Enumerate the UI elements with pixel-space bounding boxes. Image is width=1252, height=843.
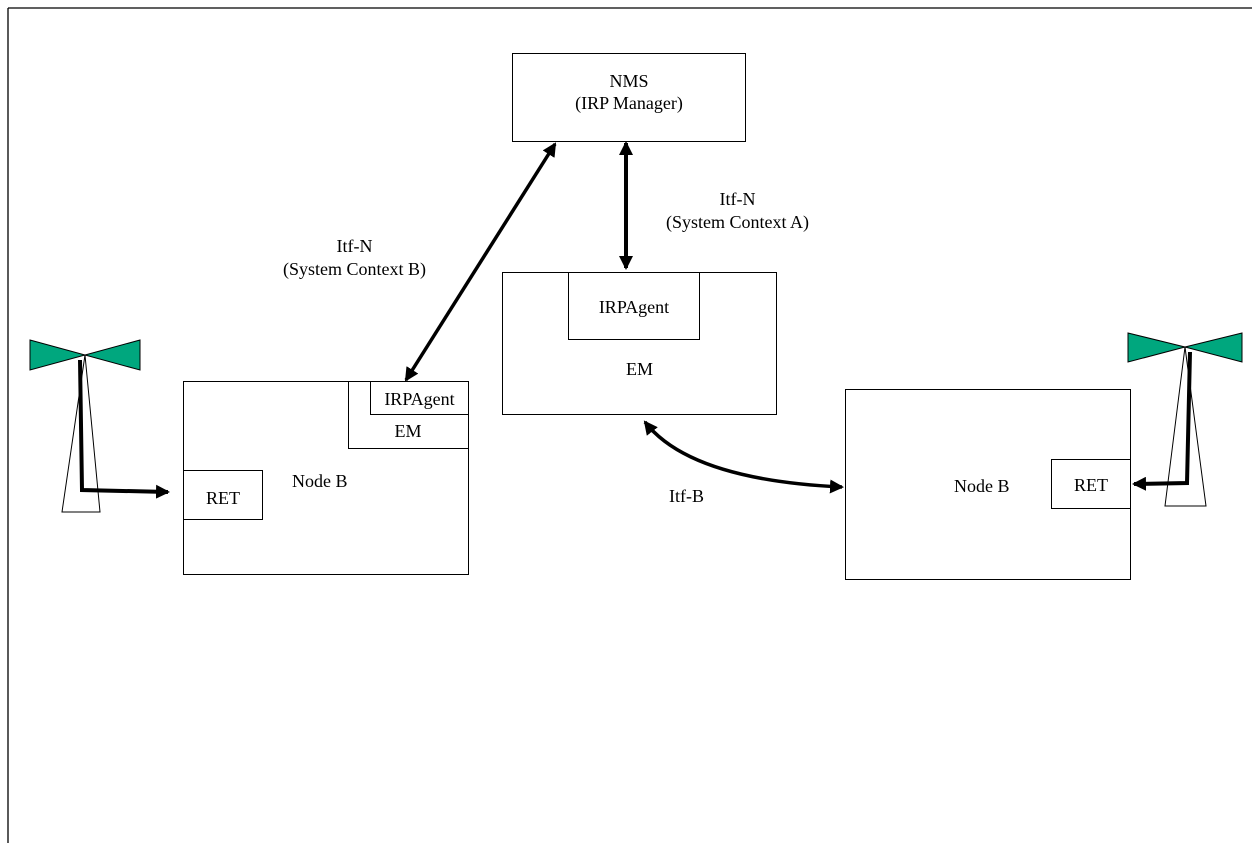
- node-left-irpagent-label: IRPAgent: [384, 389, 455, 409]
- node-left-em-label: EM: [394, 421, 422, 441]
- itf-b-label: Itf-B: [669, 486, 704, 506]
- itf-n-b-arrow: [404, 142, 557, 382]
- node-right-label: Node B: [954, 476, 1010, 496]
- node-left-label: Node B: [292, 471, 348, 491]
- nms-sublabel: (IRP Manager): [575, 93, 683, 113]
- node-left-irpagent-box: [370, 381, 469, 415]
- nms-box: [512, 53, 746, 142]
- em-center-irpagent-label: IRPAgent: [598, 297, 670, 317]
- itf-n-b-label: Itf-N: [336, 236, 373, 256]
- antenna-left-icon: [29, 339, 170, 513]
- itf-n-b-sublabel: (System Context B): [283, 259, 426, 279]
- itf-n-a-label: Itf-N: [719, 189, 756, 209]
- node-left-ret-label: RET: [206, 488, 240, 508]
- nms-label: NMS: [609, 71, 649, 91]
- em-center-label: EM: [626, 359, 653, 379]
- antenna-right-icon: [1127, 332, 1243, 507]
- itf-n-a-sublabel: (System Context A): [666, 212, 809, 232]
- node-right-ret-box: [1051, 459, 1131, 509]
- node-left-ret-box: [183, 470, 263, 520]
- em-center-irpagent-box: [568, 272, 700, 340]
- node-right-ret-label: RET: [1074, 475, 1108, 495]
- itf-b-arrow: [643, 420, 844, 494]
